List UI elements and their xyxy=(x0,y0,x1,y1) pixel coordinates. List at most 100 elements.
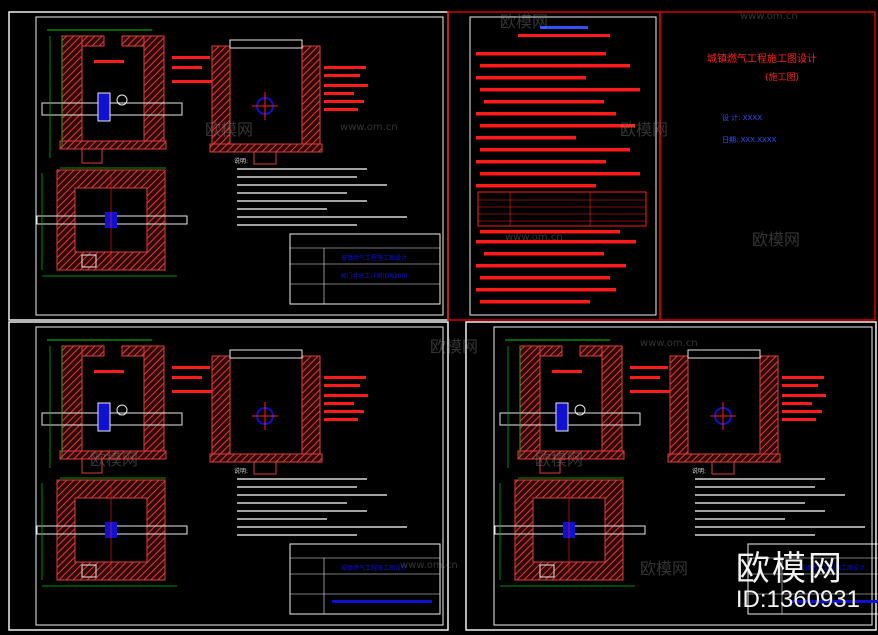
valve-body xyxy=(555,402,569,432)
annotation-text xyxy=(324,74,360,77)
valve-handwheel xyxy=(116,404,128,416)
annotation-text xyxy=(324,384,360,387)
well-base xyxy=(209,143,323,153)
well-cover-slab-left xyxy=(539,345,563,357)
annotation-text xyxy=(782,394,826,397)
title-block-project: 城镇燃气工程施工图设计 xyxy=(341,564,407,572)
note-line xyxy=(695,518,785,520)
red-annotations xyxy=(94,56,368,111)
manhole-cover xyxy=(229,39,303,49)
sheet-frame-bottom-right xyxy=(465,321,877,631)
title-block-fill xyxy=(332,600,432,603)
well-wall-left xyxy=(669,355,689,457)
note-line xyxy=(695,478,825,480)
title-block-frame xyxy=(747,543,878,615)
note-line xyxy=(237,518,327,520)
detail-drawings: 说明:城镇燃气工程施工图设计阀门井施工详图(DN200)说明:城镇燃气工程施工图… xyxy=(36,29,878,615)
note-line xyxy=(237,502,347,504)
cover-sheet: 城镇燃气工程施工图设计 (施工图) 设 计: XXXX 日期: XXX.XXXX xyxy=(707,52,817,144)
note-line xyxy=(237,510,367,512)
note-line xyxy=(237,200,367,202)
notes-text-line xyxy=(476,184,596,188)
note-line xyxy=(237,208,327,210)
annotation-text xyxy=(324,92,354,95)
annotation-text xyxy=(324,402,354,405)
annotation-text xyxy=(172,390,212,393)
well-wall-left xyxy=(61,345,83,452)
annotation-text xyxy=(324,410,364,413)
annotation-text xyxy=(324,84,368,87)
well-cover-slab-left xyxy=(81,35,105,47)
annotation-text xyxy=(630,390,670,393)
annotation-text xyxy=(630,376,660,379)
side-section xyxy=(209,39,323,165)
plan-view xyxy=(494,479,646,587)
badge-brand: 欧模网 xyxy=(735,549,844,589)
title-block-frame xyxy=(289,233,441,305)
sump xyxy=(711,461,735,475)
manhole-cover xyxy=(229,349,303,359)
annotation-text xyxy=(630,366,668,369)
note-line xyxy=(237,494,387,496)
notes-text-line xyxy=(476,264,626,268)
valve-handwheel xyxy=(574,404,586,416)
note-line xyxy=(237,176,357,178)
well-base xyxy=(59,450,167,460)
well-cover-slab-right xyxy=(121,35,145,47)
note-line xyxy=(237,216,407,218)
notes-text-line xyxy=(476,136,576,140)
notes-text-line xyxy=(484,252,604,256)
note-line xyxy=(695,534,815,536)
well-wall-left xyxy=(211,45,231,147)
title-block-frame xyxy=(289,543,441,615)
notes-text-line xyxy=(476,160,606,164)
well-wall-right xyxy=(301,355,321,457)
elevation-section xyxy=(499,339,641,479)
gas-pipe xyxy=(41,102,183,116)
cover-subtitle: (施工图) xyxy=(765,71,799,83)
note-line xyxy=(695,494,845,496)
annotation-text xyxy=(782,410,822,413)
cover-title: 城镇燃气工程施工图设计 xyxy=(707,52,817,65)
note-line xyxy=(237,534,357,536)
note-line xyxy=(695,510,825,512)
annotation-text xyxy=(324,100,364,103)
site-badge: 欧模网 ID:1360931 xyxy=(736,551,860,613)
note-line xyxy=(237,184,387,186)
notes-text-line xyxy=(480,88,640,92)
annotation-text xyxy=(324,394,368,397)
plan-view xyxy=(36,169,188,277)
notes-text-line xyxy=(484,100,604,104)
sheet-frame-notes xyxy=(447,11,661,321)
red-annotations xyxy=(94,366,368,421)
well-wall-right xyxy=(601,345,623,452)
cover-designer: 设 计: XXXX xyxy=(722,113,762,122)
title-block-drawing-name: 阀门井施工详图(DN200) xyxy=(340,272,407,280)
title-block-project: 城镇燃气工程施工图设计 xyxy=(341,254,407,262)
well-wall-left xyxy=(519,345,541,452)
notes-text-line xyxy=(476,52,606,56)
side-section xyxy=(209,349,323,475)
sump xyxy=(81,458,103,474)
note-line xyxy=(237,486,357,488)
well-cover-slab-right xyxy=(121,345,145,357)
annotation-text xyxy=(782,418,816,421)
well-wall-right xyxy=(759,355,779,457)
annotation-text xyxy=(782,384,818,387)
gas-pipe xyxy=(499,412,641,426)
well-wall-left xyxy=(61,35,83,142)
valve-well-detail-sheet: 说明:城镇燃气工程施工图设计 xyxy=(494,339,878,615)
elevation-section xyxy=(41,339,183,479)
well-wall-right xyxy=(301,45,321,147)
badge-id: ID:1360931 xyxy=(735,586,860,613)
annotation-text xyxy=(552,370,582,373)
annotation-text xyxy=(172,376,202,379)
note-line xyxy=(237,168,367,170)
sump xyxy=(253,151,277,165)
annotation-text xyxy=(172,66,202,69)
annotation-text xyxy=(782,402,812,405)
well-wall-right xyxy=(143,345,165,452)
notes-text-line xyxy=(480,276,610,280)
